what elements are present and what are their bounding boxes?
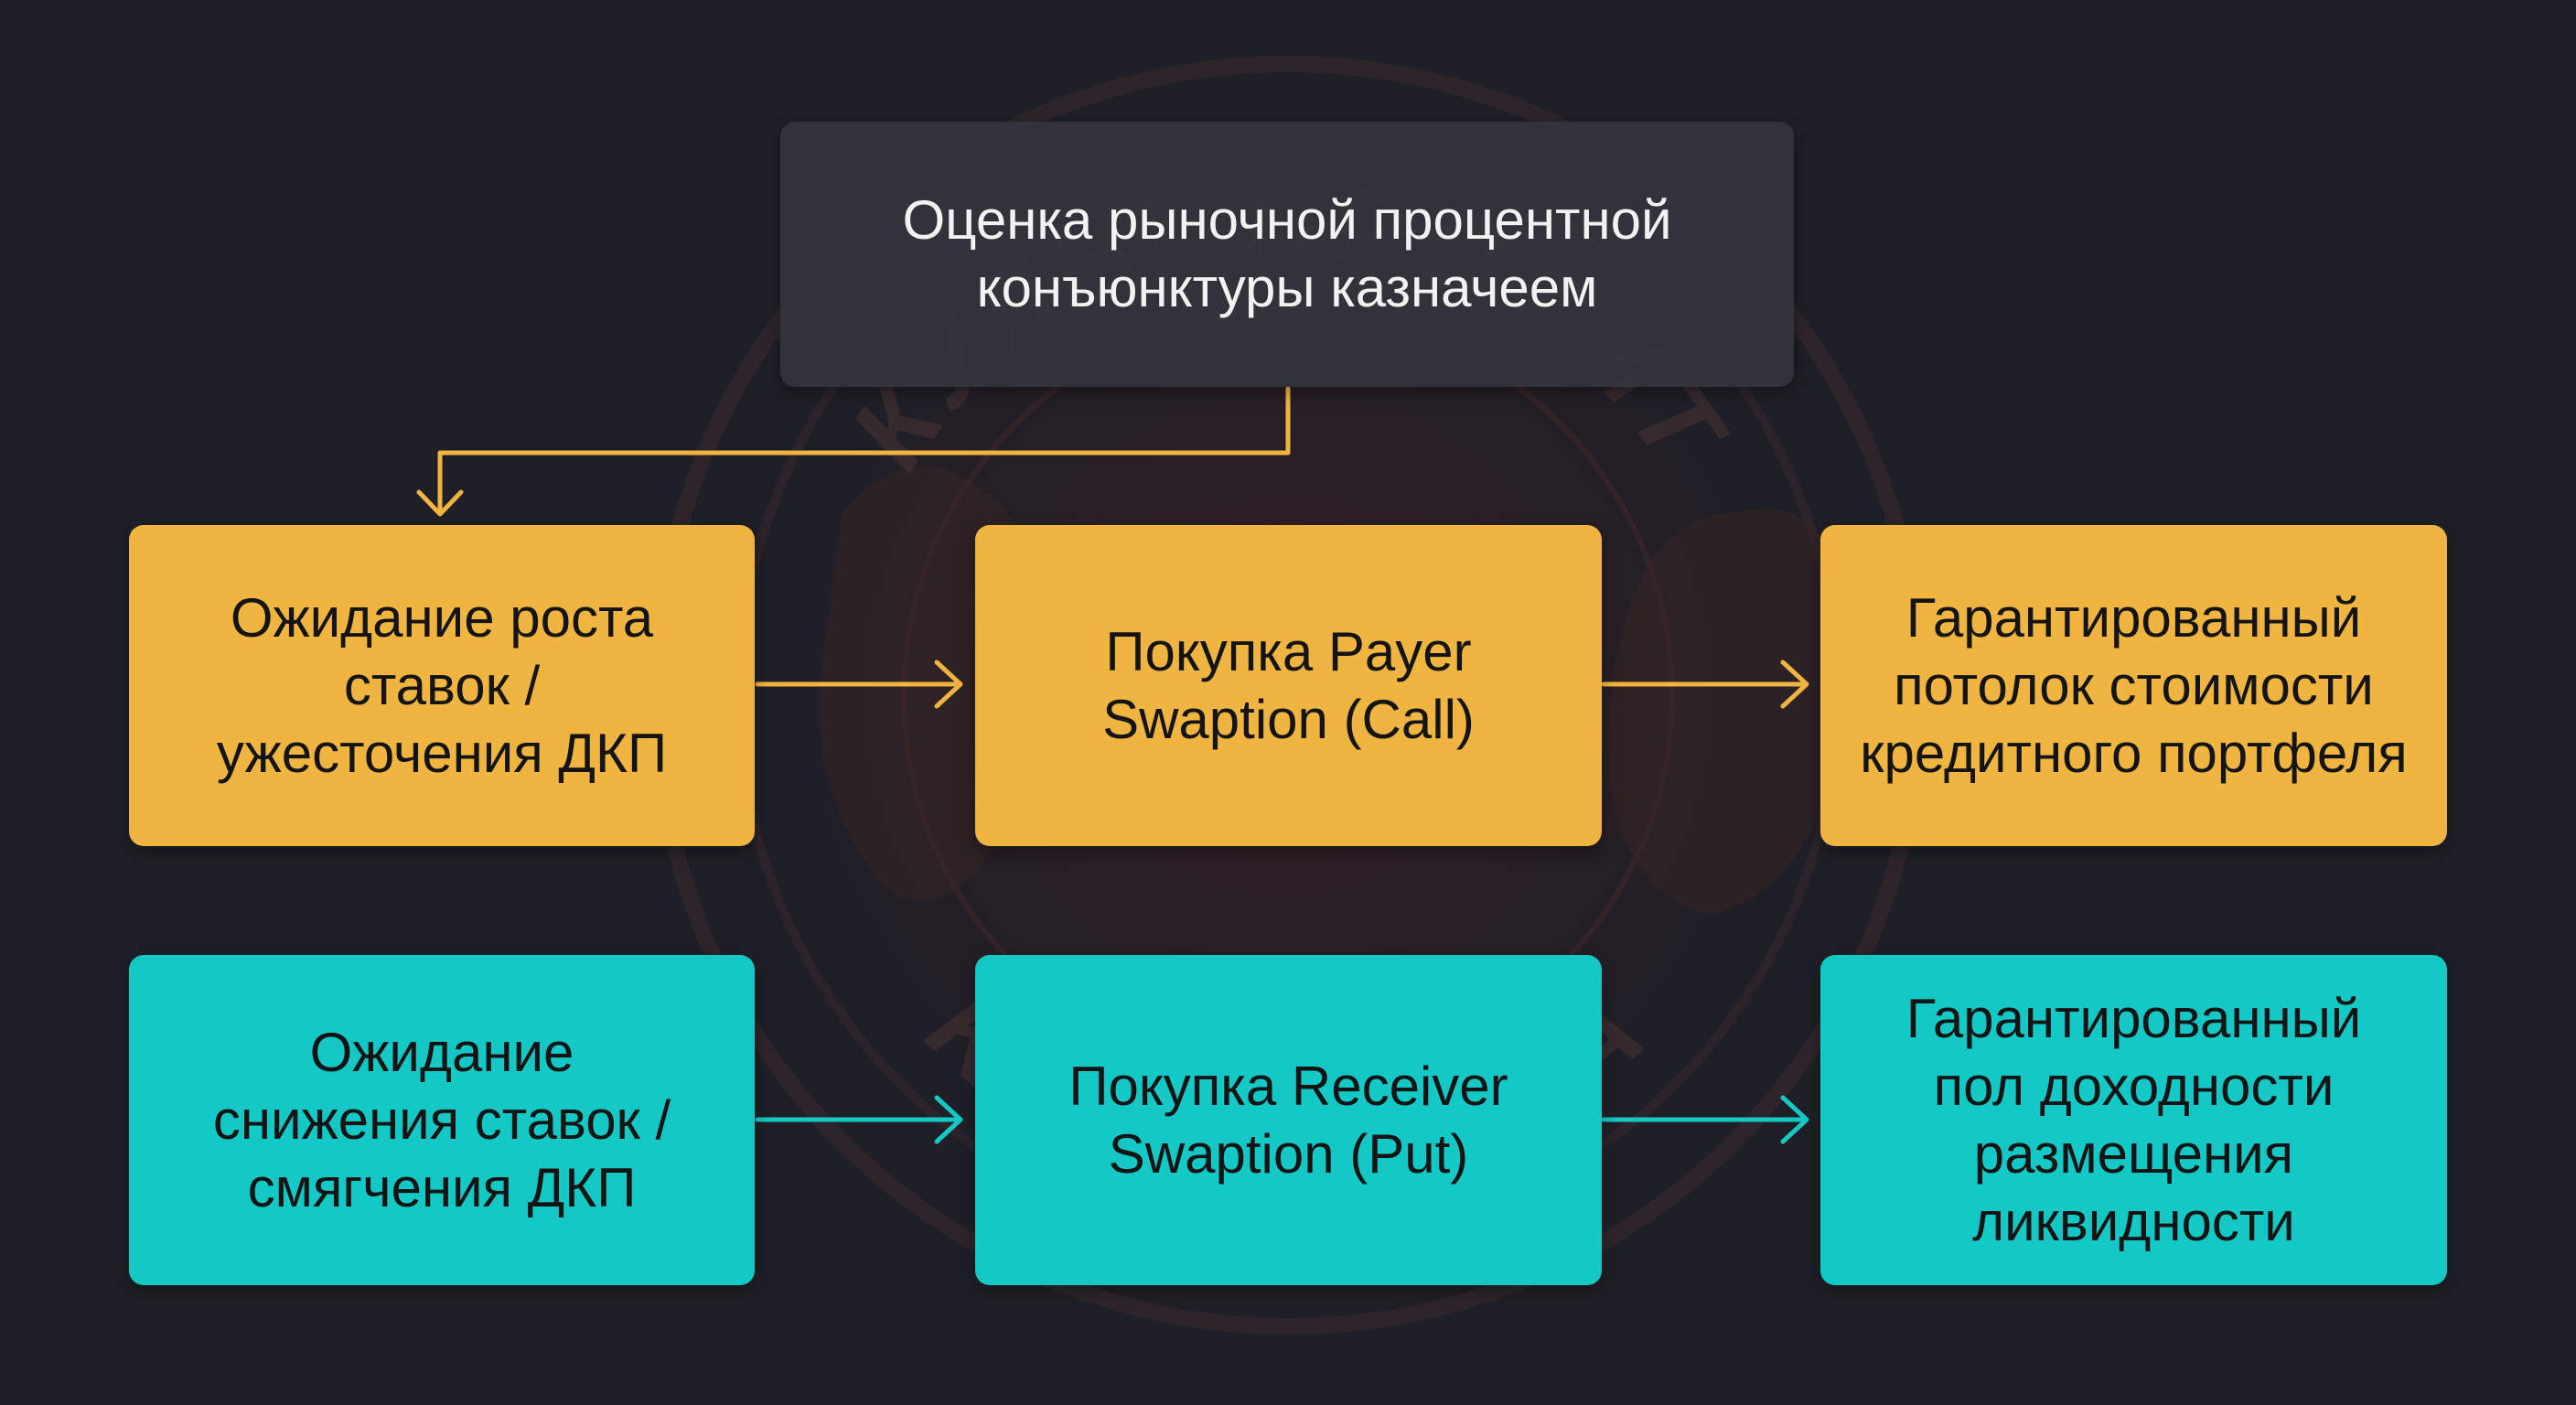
node-rate-rise-expectation: Ожидание роста ставок / ужесточения ДКП: [129, 525, 755, 846]
node-payer-swaption: Покупка Payer Swaption (Call): [975, 525, 1602, 846]
cyan-arrow-2-head: [1780, 1095, 1809, 1144]
node-rate-cut-expectation: Ожидание снижения ставок / смягчения ДКП: [129, 955, 755, 1285]
node-liquidity-yield-floor: Гарантированный пол доходности размещени…: [1820, 955, 2447, 1285]
node-loan-cost-cap: Гарантированный потолок стоимости кредит…: [1820, 525, 2447, 846]
root-to-rate-rise-connector: [437, 386, 1291, 515]
amber-arrow-2-head: [1780, 660, 1809, 709]
root-connector-arrowhead: [416, 489, 464, 517]
root-node-treasurer-assessment: Оценка рыночной процентной конъюнктуры к…: [780, 122, 1794, 387]
amber-arrow-1-head: [934, 660, 963, 709]
node-receiver-swaption: Покупка Receiver Swaption (Put): [975, 955, 1602, 1285]
cyan-arrow-1-head: [934, 1095, 963, 1144]
